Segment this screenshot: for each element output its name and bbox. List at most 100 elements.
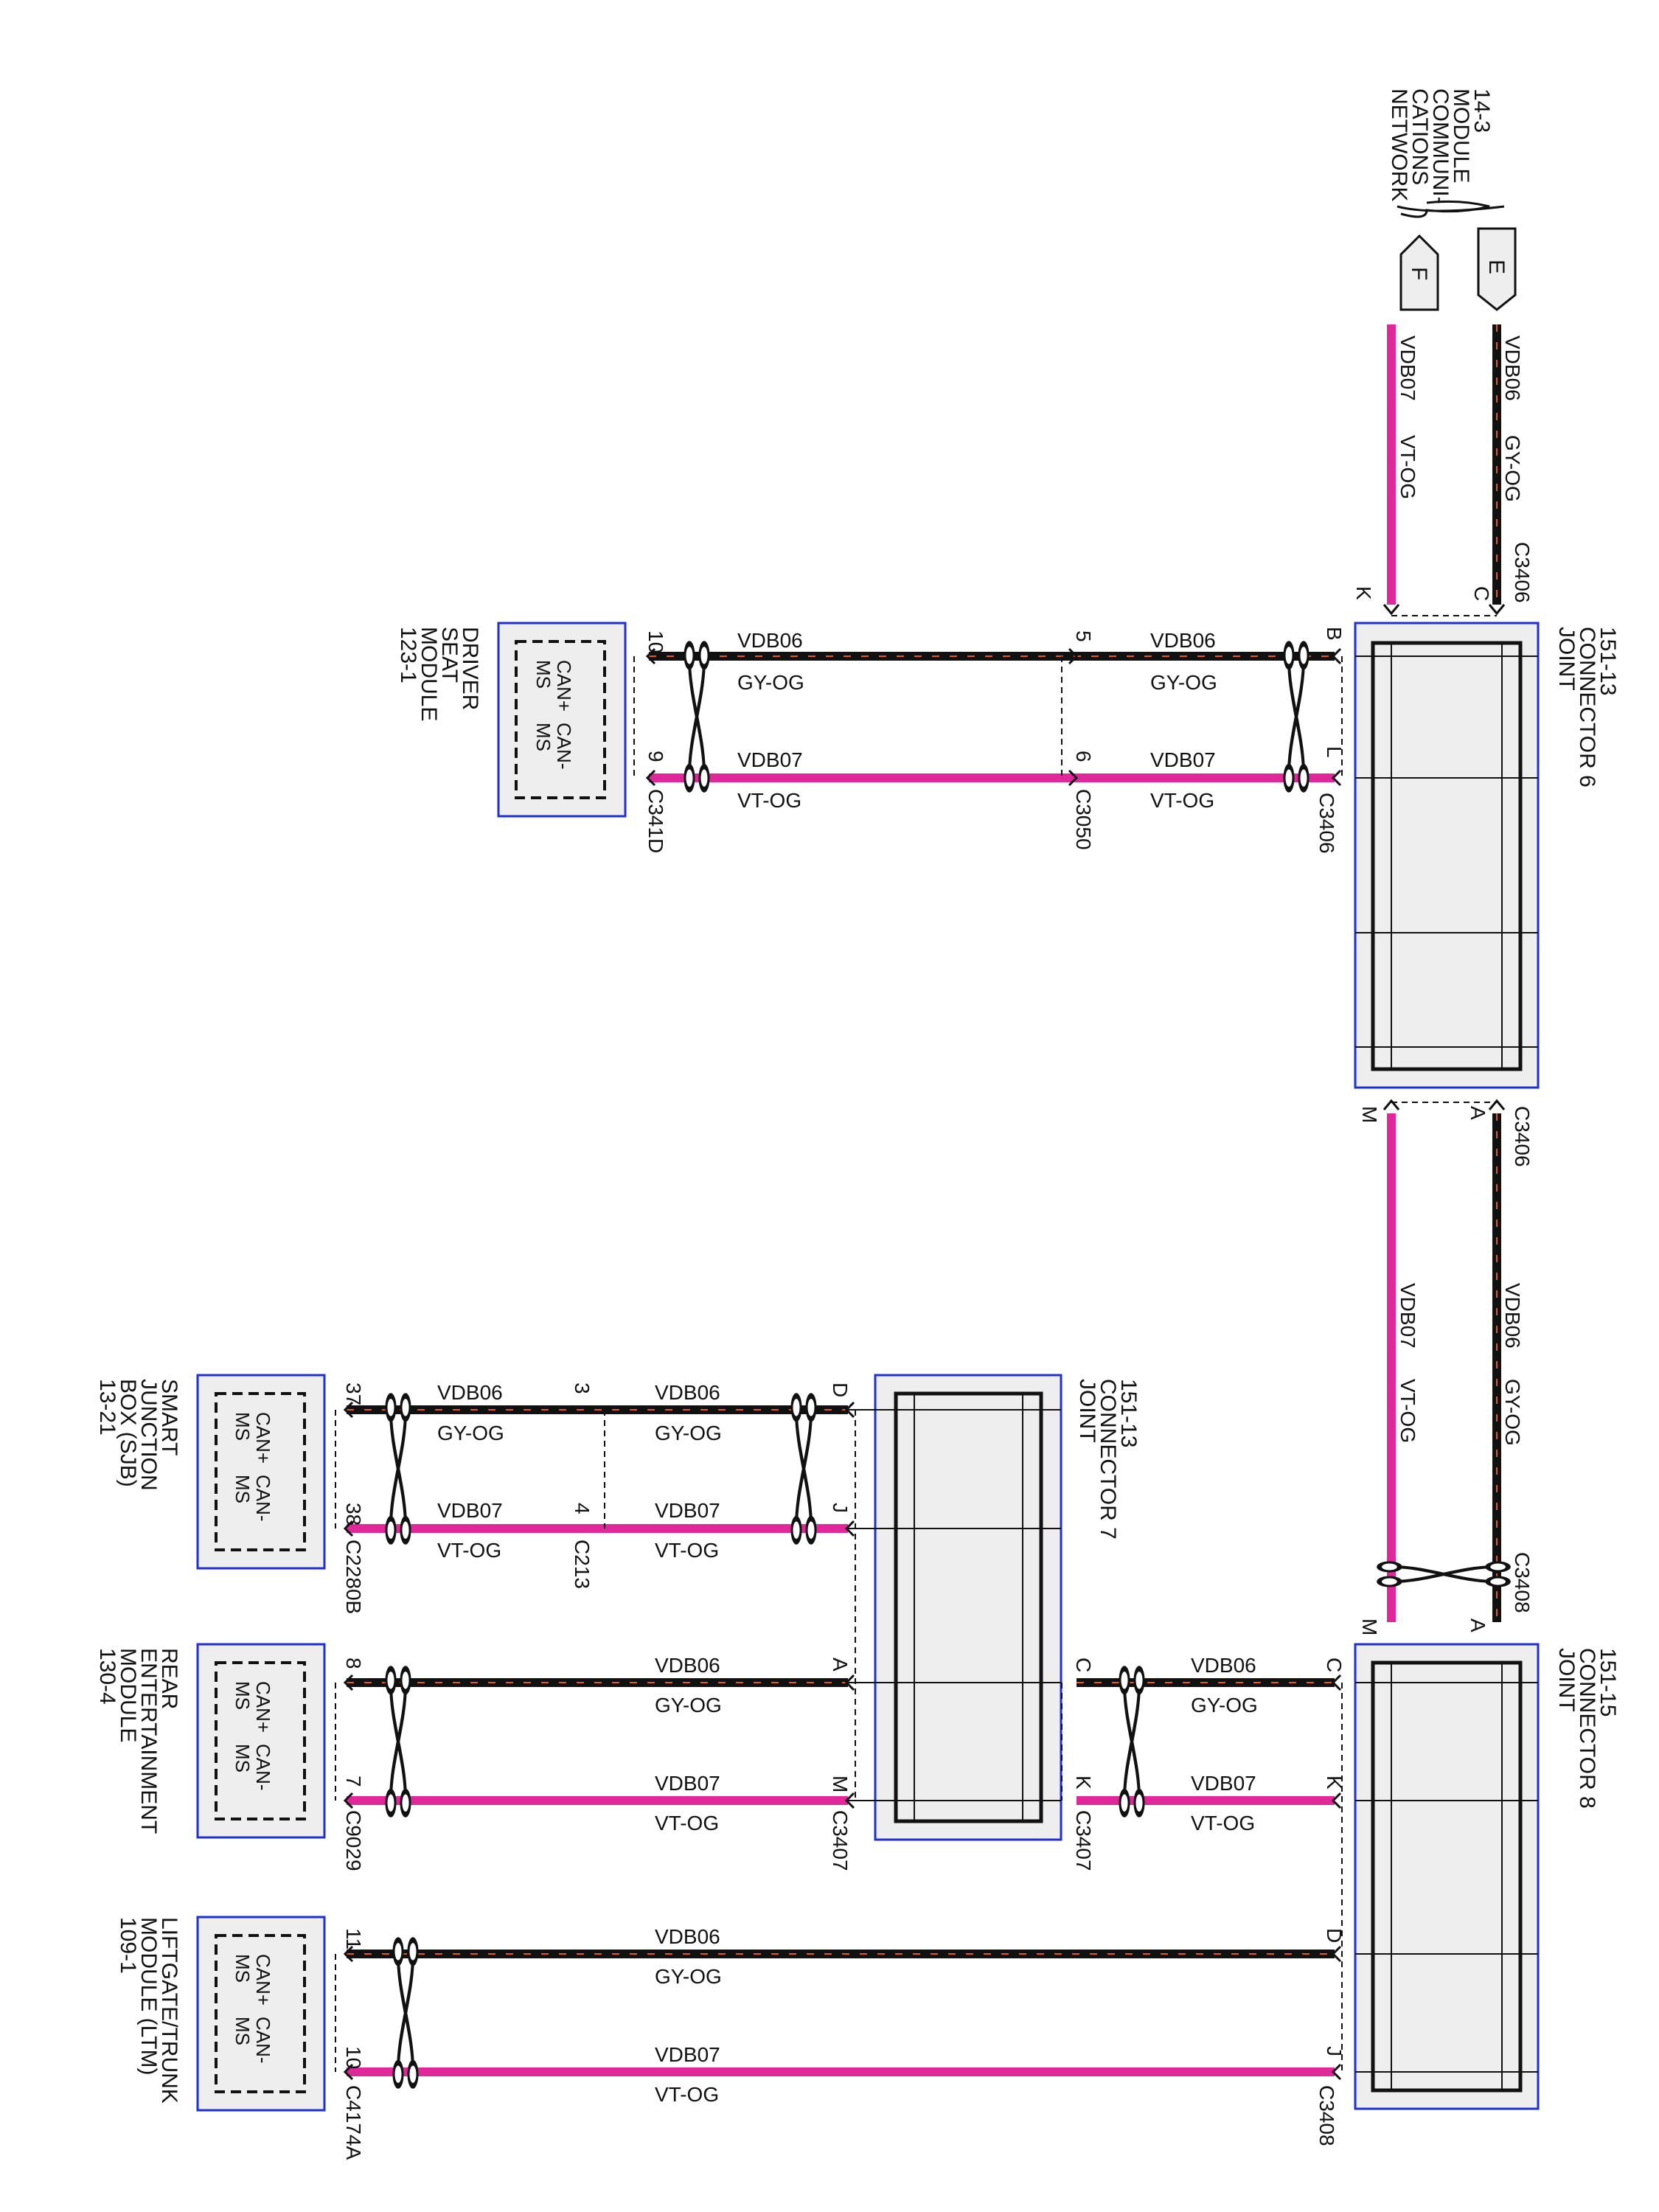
svg-text:38: 38 xyxy=(342,1503,365,1526)
sjb-name: 13-21 xyxy=(95,1379,119,1436)
svg-text:D: D xyxy=(1323,1928,1346,1943)
svg-text:MS: MS xyxy=(232,2017,254,2045)
svg-text:M: M xyxy=(1358,1618,1381,1635)
jc8-label: 151-15 xyxy=(1596,1648,1620,1717)
svg-text:A: A xyxy=(1467,1106,1489,1120)
module-rem: MS CAN+ MS CAN- REAR ENTERTAINMENT MODUL… xyxy=(95,1643,326,1839)
svg-text:VDB07: VDB07 xyxy=(1191,1772,1256,1795)
svg-text:VDB07: VDB07 xyxy=(1397,1283,1419,1349)
network-ref-line: MODULE xyxy=(1449,88,1473,183)
svg-text:VDB07: VDB07 xyxy=(655,2043,720,2066)
svg-text:GY-OG: GY-OG xyxy=(1501,435,1524,502)
svg-text:CAN+: CAN+ xyxy=(252,1954,274,2006)
svg-text:VT-OG: VT-OG xyxy=(655,1812,719,1834)
wire-labels: VDB06 GY-OG VDB07 VT-OG VDB06 GY-OG VDB0… xyxy=(437,335,1524,2106)
svg-text:VDB07: VDB07 xyxy=(437,1499,503,1522)
svg-text:VDB07: VDB07 xyxy=(655,1499,720,1522)
svg-text:MS: MS xyxy=(232,1681,254,1710)
svg-text:CAN-: CAN- xyxy=(252,1475,274,1522)
joint-connector-7: JOINT CONNECTOR 7 151-13 xyxy=(848,1374,1141,1841)
svg-text:VDB06: VDB06 xyxy=(437,1381,503,1404)
sjb-name: SMART xyxy=(157,1379,181,1455)
svg-text:CAN+: CAN+ xyxy=(553,660,575,712)
network-ref-line: NETWORK xyxy=(1387,88,1411,201)
svg-text:C9029: C9029 xyxy=(342,1810,365,1871)
svg-text:GY-OG: GY-OG xyxy=(437,1422,504,1444)
svg-text:C3408: C3408 xyxy=(1511,1552,1534,1613)
jc8-label: CONNECTOR 8 xyxy=(1575,1648,1599,1809)
svg-text:CAN+: CAN+ xyxy=(252,1412,274,1464)
svg-text:D: D xyxy=(829,1382,852,1397)
svg-text:C: C xyxy=(1470,586,1493,601)
svg-text:MS: MS xyxy=(232,1475,254,1503)
dsm-name: SEAT xyxy=(437,627,462,683)
twisted-pair-markers xyxy=(386,644,1508,2086)
dsm-name: DRIVER xyxy=(458,627,482,710)
dsm-wires xyxy=(649,652,1335,782)
svg-text:9: 9 xyxy=(644,751,667,762)
svg-text:VT-OG: VT-OG xyxy=(655,2083,719,2106)
rem-name: MODULE xyxy=(116,1648,140,1742)
svg-text:VT-OG: VT-OG xyxy=(437,1539,501,1562)
network-ref-line: 14-3 xyxy=(1470,88,1494,133)
trunk-wires xyxy=(1387,324,1501,1622)
ltm-name: 109-1 xyxy=(116,1917,140,1974)
jc7-label: 151-13 xyxy=(1116,1379,1141,1447)
svg-text:VDB07: VDB07 xyxy=(1397,335,1419,401)
svg-text:VT-OG: VT-OG xyxy=(1397,1379,1419,1443)
svg-text:C3407: C3407 xyxy=(1072,1810,1095,1871)
svg-text:C: C xyxy=(1072,1658,1095,1672)
svg-text:GY-OG: GY-OG xyxy=(655,1422,722,1444)
svg-text:MS: MS xyxy=(232,1954,254,1983)
svg-text:GY-OG: GY-OG xyxy=(655,1694,722,1717)
jc7-label: JOINT xyxy=(1075,1379,1099,1443)
svg-text:CAN-: CAN- xyxy=(553,723,575,770)
svg-text:C3406: C3406 xyxy=(1315,793,1338,854)
rem-name: 130-4 xyxy=(95,1648,119,1705)
svg-text:GY-OG: GY-OG xyxy=(737,671,804,694)
svg-text:6: 6 xyxy=(1072,751,1095,762)
svg-text:J: J xyxy=(829,1503,852,1513)
sjb-name: BOX (SJB) xyxy=(116,1379,140,1487)
jc6-label: 151-13 xyxy=(1596,627,1620,695)
network-ref-line: CATIONS xyxy=(1408,88,1432,185)
svg-text:10: 10 xyxy=(342,2046,365,2069)
svg-text:C3406: C3406 xyxy=(1511,1106,1534,1167)
svg-text:K: K xyxy=(1323,1775,1346,1790)
svg-text:L: L xyxy=(1323,746,1346,758)
svg-text:8: 8 xyxy=(342,1658,365,1669)
jc7-label: CONNECTOR 7 xyxy=(1096,1379,1120,1540)
connector-outlines xyxy=(335,615,1497,2072)
sjb-name: JUNCTION xyxy=(136,1379,161,1491)
network-ref-line: COMMUNI- xyxy=(1428,88,1453,204)
svg-text:MS: MS xyxy=(232,1412,254,1441)
svg-text:F: F xyxy=(1407,267,1431,280)
rem-name: REAR xyxy=(157,1648,181,1709)
module-driver-seat: MS CAN+ MS CAN- DRIVER SEAT MODULE 123-1 xyxy=(396,622,627,818)
svg-text:GY-OG: GY-OG xyxy=(1191,1694,1258,1717)
svg-text:11: 11 xyxy=(342,1928,365,1950)
svg-text:E: E xyxy=(1484,260,1509,274)
svg-text:J: J xyxy=(1323,2046,1346,2056)
svg-text:GY-OG: GY-OG xyxy=(655,1965,722,1988)
network-reference: 14-3 MODULE COMMUNI- CATIONS NETWORK xyxy=(1387,88,1505,218)
svg-text:VDB06: VDB06 xyxy=(655,1654,720,1677)
dsm-name: 123-1 xyxy=(396,627,420,684)
flag-e: E xyxy=(1477,227,1517,311)
jc6-label: CONNECTOR 6 xyxy=(1575,627,1599,787)
svg-text:C3407: C3407 xyxy=(829,1810,852,1871)
svg-text:CAN+: CAN+ xyxy=(252,1681,274,1733)
svg-text:7: 7 xyxy=(342,1775,365,1787)
svg-text:VT-OG: VT-OG xyxy=(655,1539,719,1562)
svg-text:VT-OG: VT-OG xyxy=(1397,435,1419,499)
rem-name: ENTERTAINMENT xyxy=(136,1648,161,1834)
dsm-name: MODULE xyxy=(417,627,441,721)
svg-text:K: K xyxy=(1352,586,1375,600)
joint-connector-8: JOINT CONNECTOR 8 151-15 xyxy=(1354,1643,1620,2110)
svg-text:VDB06: VDB06 xyxy=(1191,1654,1256,1677)
svg-text:VDB07: VDB07 xyxy=(1150,748,1216,771)
svg-text:MS: MS xyxy=(532,660,554,689)
ltm-wires xyxy=(347,1950,1335,2076)
svg-text:C3408: C3408 xyxy=(1315,2085,1338,2146)
